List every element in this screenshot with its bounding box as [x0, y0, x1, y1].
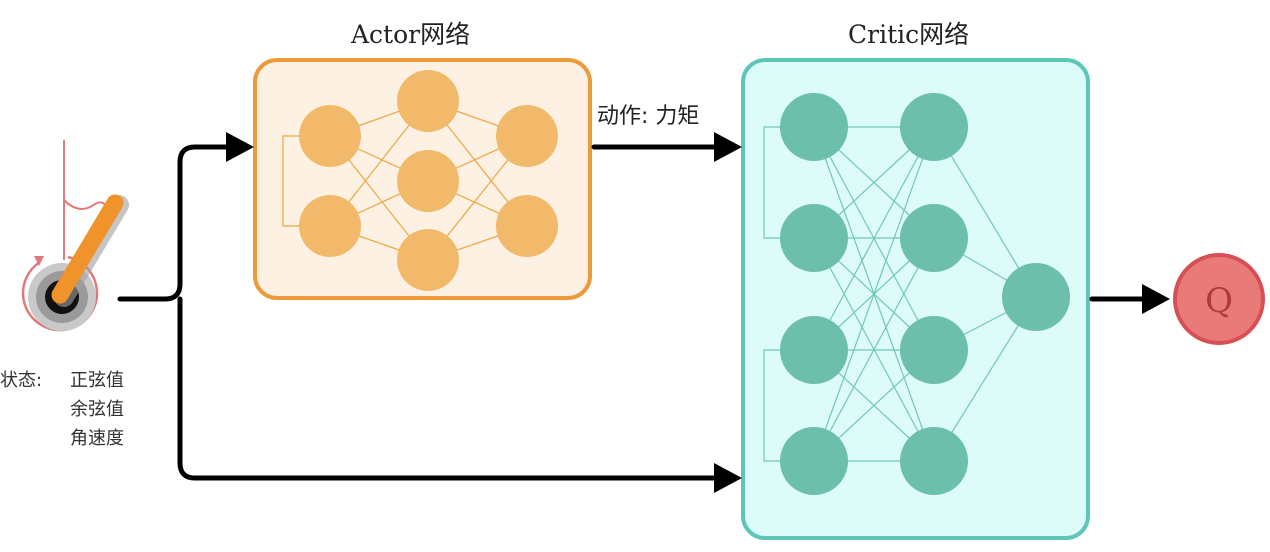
- state-item-angular-velocity: 角速度: [70, 428, 124, 449]
- actor-node-layer-1: [397, 150, 459, 212]
- state-item-sin: 正弦值: [70, 370, 124, 391]
- action-label: 动作: 力矩: [597, 104, 700, 129]
- arrowhead-q-in: [1142, 284, 1170, 314]
- critic-node-layer-1: [900, 93, 968, 161]
- critic-node-layer-0: [780, 316, 848, 384]
- arrowhead-critic-state-in: [714, 463, 742, 493]
- critic-node-layer-0: [780, 93, 848, 161]
- actor-input-bracket: [282, 135, 303, 227]
- critic-node-layer-1: [900, 204, 968, 272]
- critic-edge: [813, 126, 935, 351]
- critic-network-title: Critic网络: [848, 20, 970, 49]
- connection-arrows: [117, 144, 1155, 481]
- actor-node-layer-2: [496, 195, 558, 257]
- critic-edge: [813, 237, 935, 462]
- state-to-actor-arrow: [117, 144, 243, 302]
- state-to-critic-arrow: [177, 296, 729, 481]
- actor-node-layer-0: [299, 105, 361, 167]
- actor-node-layer-1: [397, 229, 459, 291]
- critic-node-layer-1: [900, 427, 968, 495]
- critic-node-layer-1: [900, 316, 968, 384]
- critic-network-nodes: [780, 93, 1070, 495]
- q-label: Q: [1205, 281, 1233, 321]
- actor-node-layer-2: [496, 105, 558, 167]
- pendulum-icon: [21, 140, 129, 332]
- critic-node-layer-0: [780, 204, 848, 272]
- critic-input-bracket: [763, 349, 784, 462]
- critic-edge: [813, 126, 935, 462]
- actor-node-layer-0: [299, 195, 361, 257]
- q-output-node: [1173, 253, 1265, 345]
- critic-input-bracket: [763, 126, 784, 239]
- actor-node-layer-1: [397, 70, 459, 132]
- critic-node-layer-0: [780, 427, 848, 495]
- arrowhead-critic-action-in: [714, 132, 742, 162]
- state-label: 状态:: [0, 370, 43, 391]
- arrowhead-actor-in: [226, 132, 254, 162]
- state-item-cos: 余弦值: [70, 399, 124, 420]
- actor-network-nodes: [299, 70, 558, 291]
- arrowheads: [226, 132, 1170, 493]
- actor-network-title: Actor网络: [351, 20, 471, 49]
- critic-node-layer-2: [1002, 263, 1070, 331]
